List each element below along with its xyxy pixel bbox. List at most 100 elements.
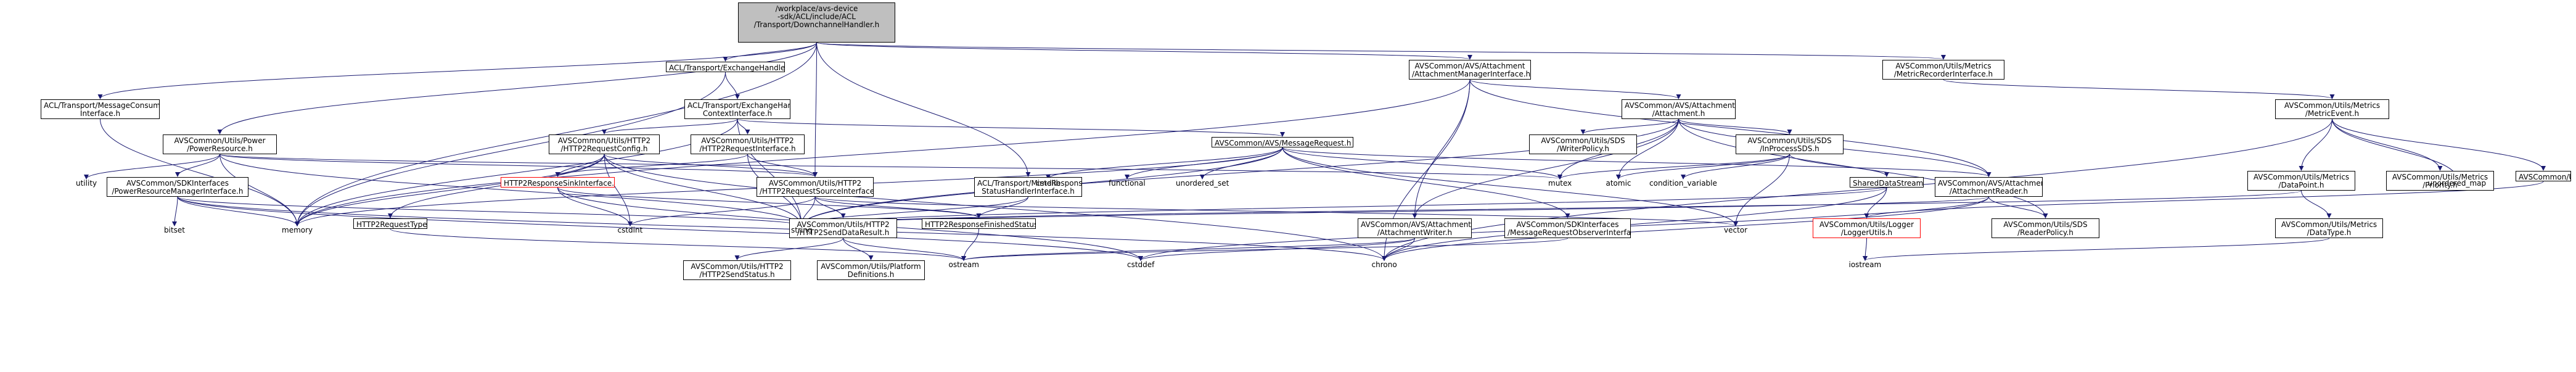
- system-header-iostream: iostream: [1848, 260, 1882, 269]
- edge-root-to-pwr: [217, 42, 817, 134]
- edge-exh-to-ehc: [725, 72, 740, 99]
- node-pwr[interactable]: AVSCommon/Utils/Power /PowerResource.h: [163, 134, 277, 154]
- node-h2ri[interactable]: AVSCommon/Utils/HTTP2 /HTTP2RequestInter…: [691, 134, 805, 154]
- edge-mri-to-me: [1943, 79, 2335, 99]
- edge-sds-to-chrono: [1382, 187, 1887, 261]
- node-label: AVSCommon/Utils/Metrics /DataType.h: [2281, 220, 2377, 237]
- system-header-cstdint: cstdint: [617, 226, 643, 234]
- edge-h2cfg-to-memory: [295, 154, 605, 226]
- node-h2sink[interactable]: HTTP2ResponseSinkInterface.h: [501, 177, 615, 188]
- node-label: HTTP2ResponseSinkInterface.h: [504, 179, 615, 188]
- system-header-bitset: bitset: [164, 226, 185, 234]
- edge-pwr-to-prm: [175, 154, 220, 177]
- node-mreq[interactable]: AVSCommon/AVS/MessageRequest.h: [1212, 137, 1353, 147]
- node-label: AVSCommon/AVS/MessageRequest.h: [1215, 139, 1352, 147]
- node-prm[interactable]: AVSCommon/SDKInterfaces /PowerResourceMa…: [107, 177, 248, 197]
- edge-root-to-amr: [816, 42, 1472, 60]
- edge-att-to-ips: [1678, 118, 1792, 134]
- edge-prm-to-cstddef: [177, 196, 1143, 261]
- system-header-functional: functional: [1109, 179, 1146, 188]
- node-dp[interactable]: AVSCommon/Utils/Metrics /DataPoint.h: [2247, 171, 2355, 191]
- node-label: HTTP2ResponseFinishedStatus.h: [925, 220, 1036, 229]
- node-h2sdr[interactable]: AVSCommon/Utils/HTTP2 /HTTP2SendDataResu…: [789, 218, 897, 238]
- node-opt[interactable]: AVSCommon/Utils/Optional.h: [2516, 171, 2571, 181]
- node-label: AVSCommon/Utils/HTTP2 /HTTP2RequestConfi…: [557, 136, 651, 153]
- system-header-unordered_set: unordered_set: [1176, 179, 1229, 188]
- edge-mreq-to-mrobs: [1282, 147, 1570, 218]
- node-ips[interactable]: AVSCommon/Utils/SDS /InProcessSDS.h: [1736, 134, 1844, 154]
- edge-logu-to-iostream: [1863, 238, 1868, 261]
- node-h2ss[interactable]: AVSCommon/Utils/HTTP2 /HTTP2SendStatus.h: [683, 260, 791, 280]
- node-label: AVSCommon/Utils/SDS /WriterPolicy.h: [1541, 136, 1625, 153]
- node-label: AVSCommon/Utils/Optional.h: [2519, 173, 2570, 181]
- edge-exh-to-memory: [295, 72, 726, 226]
- node-label: /workplace/avs-device -sdk/ACL/include/A…: [753, 4, 880, 29]
- node-h2rt[interactable]: HTTP2RequestType.h: [353, 218, 427, 229]
- edge-amr-to-aw: [1412, 79, 1471, 218]
- edge-h2ri-to-h2sink: [555, 154, 748, 177]
- edge-ips-to-mutex: [1557, 154, 1790, 180]
- node-label: SharedDataStream.h: [1853, 179, 1924, 188]
- edge-amr-to-ar: [1469, 79, 1991, 177]
- edge-mreq-to-vector: [1282, 147, 1738, 226]
- node-mci[interactable]: ACL/Transport/MessageConsumer Interface.…: [41, 99, 160, 119]
- edge-ips-to-condvar: [1681, 154, 1790, 180]
- node-wp[interactable]: AVSCommon/Utils/SDS /WriterPolicy.h: [1529, 134, 1637, 154]
- node-dtype[interactable]: AVSCommon/Utils/Metrics /DataType.h: [2275, 218, 2383, 238]
- node-label: AVSCommon/Utils/SDS /ReaderPolicy.h: [2003, 220, 2088, 237]
- node-label: AVSCommon/Utils/HTTP2 /HTTP2RequestSourc…: [760, 179, 874, 196]
- node-label: ACL/Transport/ExchangeHandler.h: [669, 64, 785, 72]
- edge-amr-to-memory: [295, 79, 1471, 226]
- node-aw[interactable]: AVSCommon/AVS/Attachment /AttachmentWrit…: [1358, 218, 1472, 238]
- edge-ar-to-chrono: [1382, 196, 1989, 261]
- system-header-ostream: ostream: [948, 260, 979, 269]
- node-amr[interactable]: AVSCommon/AVS/Attachment /AttachmentMana…: [1409, 60, 1531, 80]
- system-header-mutex: mutex: [1548, 179, 1572, 188]
- edge-att-to-rp: [1678, 118, 2048, 218]
- edge-amr-to-att: [1469, 79, 1681, 99]
- node-label: AVSCommon/Utils/HTTP2 /HTTP2SendStatus.h: [691, 262, 784, 279]
- edge-root-to-mime: [816, 42, 1031, 177]
- system-header-string: string: [791, 226, 813, 234]
- node-logu[interactable]: AVSCommon/Utils/Logger /LoggerUtils.h: [1813, 218, 1921, 238]
- system-header-chrono: chrono: [1371, 260, 1397, 269]
- node-h2cfg[interactable]: AVSCommon/Utils/HTTP2 /HTTP2RequestConfi…: [549, 134, 660, 154]
- edge-h2sink-to-cstdint: [557, 187, 633, 226]
- node-label: ACL/Transport/MessageConsumer Interface.…: [44, 101, 160, 118]
- edge-pwr-to-mutex: [219, 154, 1562, 180]
- node-label: HTTP2RequestType.h: [356, 220, 427, 229]
- node-label: AVSCommon/AVS/Attachment /AttachmentMana…: [1412, 62, 1531, 78]
- node-pdef[interactable]: AVSCommon/Utils/Platform Definitions.h: [817, 260, 925, 280]
- edge-me-to-opt: [2332, 118, 2546, 171]
- edge-ehc-to-h2cfg: [602, 118, 738, 134]
- node-ar[interactable]: AVSCommon/AVS/Attachment /AttachmentRead…: [1935, 177, 2043, 197]
- edge-h2src-to-h2sdr: [814, 196, 846, 218]
- node-root[interactable]: /workplace/avs-device -sdk/ACL/include/A…: [738, 2, 895, 43]
- edge-root-to-memory: [295, 42, 817, 226]
- node-h2src[interactable]: AVSCommon/Utils/HTTP2 /HTTP2RequestSourc…: [757, 177, 874, 197]
- edge-ehc-to-memory: [295, 118, 738, 226]
- node-mri[interactable]: AVSCommon/Utils/Metrics /MetricRecorderI…: [1882, 60, 2004, 80]
- node-sds[interactable]: SharedDataStream.h: [1850, 177, 1924, 188]
- edge-dp-to-dtype: [2301, 190, 2332, 218]
- edge-h2src-to-cstdint: [628, 196, 816, 226]
- node-mrobs[interactable]: AVSCommon/SDKInterfaces /MessageRequestO…: [1504, 218, 1631, 238]
- edge-ehc-to-mreq: [737, 118, 1285, 137]
- node-me[interactable]: AVSCommon/Utils/Metrics /MetricEvent.h: [2275, 99, 2389, 119]
- node-label: AVSCommon/AVS/Attachment /Attachment.h: [1625, 101, 1736, 118]
- edge-aw-to-ostream: [961, 238, 1415, 261]
- node-prio[interactable]: AVSCommon/Utils/Metrics /Priority.h: [2386, 171, 2494, 191]
- system-header-vector: vector: [1724, 226, 1748, 234]
- edge-pwr-to-utility: [84, 154, 220, 180]
- edge-me-to-unordered_map: [2332, 118, 2459, 180]
- node-exh[interactable]: ACL/Transport/ExchangeHandler.h: [666, 62, 785, 72]
- edge-prm-to-memory: [177, 196, 300, 226]
- edge-h2cfg-to-chrono: [604, 154, 1387, 261]
- node-rp[interactable]: AVSCommon/Utils/SDS /ReaderPolicy.h: [1991, 218, 2099, 238]
- system-header-atomic: atomic: [1606, 179, 1631, 188]
- node-mime[interactable]: ACL/Transport/MimeResponse StatusHandler…: [974, 177, 1082, 197]
- node-h2rfs[interactable]: HTTP2ResponseFinishedStatus.h: [922, 218, 1036, 229]
- node-ehc[interactable]: ACL/Transport/ExchangeHandler ContextInt…: [684, 99, 790, 119]
- node-att[interactable]: AVSCommon/AVS/Attachment /Attachment.h: [1622, 99, 1736, 119]
